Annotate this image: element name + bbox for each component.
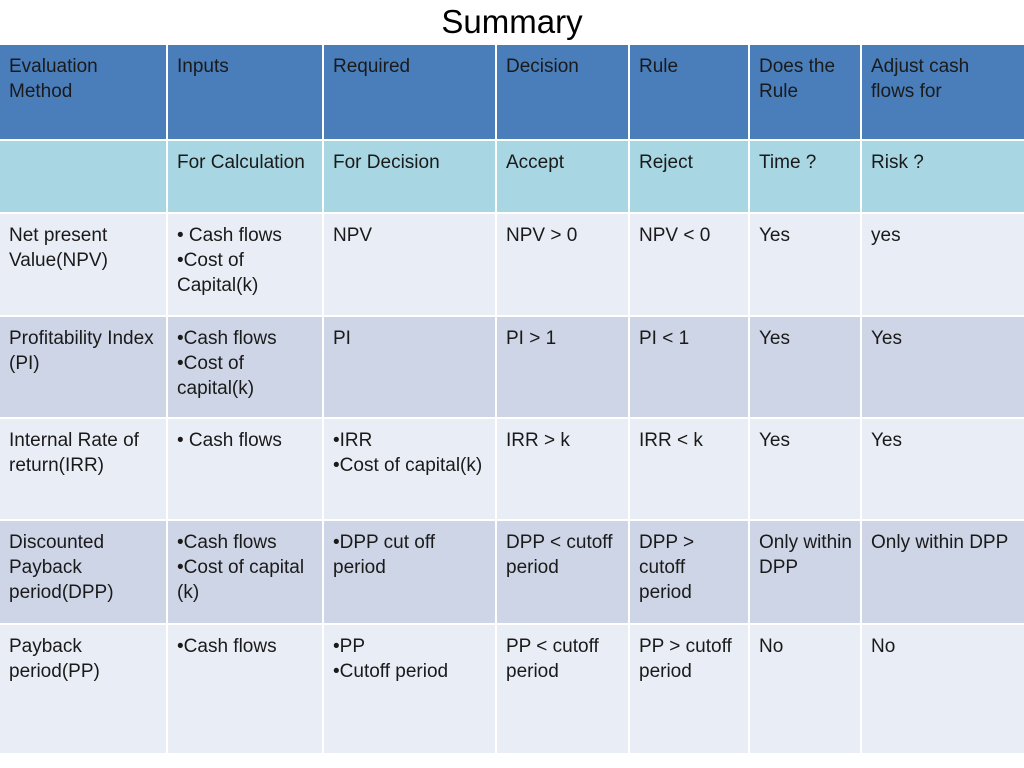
subheader-does-the-rule: Time ? — [750, 141, 862, 214]
cell-time: Yes — [750, 419, 862, 521]
cell-rule: NPV < 0 — [630, 214, 750, 317]
subheader-required: For Decision — [324, 141, 497, 214]
column-header-adjust-cash-flows-for: Adjust cash flows for — [862, 45, 1024, 141]
cell-required: PI — [324, 317, 497, 419]
cell-decision: PI > 1 — [497, 317, 630, 419]
cell-method: Internal Rate of return(IRR) — [0, 419, 168, 521]
cell-method: Payback period(PP) — [0, 625, 168, 755]
cell-required: NPV — [324, 214, 497, 317]
cell-risk: No — [862, 625, 1024, 755]
cell-risk: Only within DPP — [862, 521, 1024, 625]
cell-time: Yes — [750, 214, 862, 317]
subheader-decision: Accept — [497, 141, 630, 214]
summary-table: Evaluation Method Inputs Required Decisi… — [0, 45, 1024, 755]
cell-inputs: •Cash flows •Cost of capital(k) — [168, 317, 324, 419]
table-row: Payback period(PP) •Cash flows •PP •Cuto… — [0, 625, 1024, 755]
subheader-adjust-cash-flows-for: Risk ? — [862, 141, 1024, 214]
cell-decision: PP < cutoff period — [497, 625, 630, 755]
cell-risk: Yes — [862, 419, 1024, 521]
cell-rule: DPP > cutoff period — [630, 521, 750, 625]
column-header-does-the-rule: Does the Rule — [750, 45, 862, 141]
cell-method: Net present Value(NPV) — [0, 214, 168, 317]
cell-risk: Yes — [862, 317, 1024, 419]
cell-required: •IRR •Cost of capital(k) — [324, 419, 497, 521]
cell-required: •DPP cut off period — [324, 521, 497, 625]
cell-method: Discounted Payback period(DPP) — [0, 521, 168, 625]
cell-inputs: •Cash flows — [168, 625, 324, 755]
cell-decision: DPP < cutoff period — [497, 521, 630, 625]
cell-inputs: • Cash flows — [168, 419, 324, 521]
cell-decision: IRR > k — [497, 419, 630, 521]
table-row: Discounted Payback period(DPP) •Cash flo… — [0, 521, 1024, 625]
table-row: Net present Value(NPV) • Cash flows •Cos… — [0, 214, 1024, 317]
column-header-decision: Decision — [497, 45, 630, 141]
column-header-inputs: Inputs — [168, 45, 324, 141]
cell-inputs: •Cash flows •Cost of capital (k) — [168, 521, 324, 625]
cell-rule: IRR < k — [630, 419, 750, 521]
table-row: Internal Rate of return(IRR) • Cash flow… — [0, 419, 1024, 521]
column-header-rule: Rule — [630, 45, 750, 141]
cell-rule: PP > cutoff period — [630, 625, 750, 755]
subheader-evaluation-method — [0, 141, 168, 214]
table-subheader-row: For Calculation For Decision Accept Reje… — [0, 141, 1024, 214]
subheader-rule: Reject — [630, 141, 750, 214]
cell-time: Yes — [750, 317, 862, 419]
cell-rule: PI < 1 — [630, 317, 750, 419]
cell-risk: yes — [862, 214, 1024, 317]
page-title: Summary — [441, 3, 583, 40]
cell-decision: NPV > 0 — [497, 214, 630, 317]
table-row: Profitability Index (PI) •Cash flows •Co… — [0, 317, 1024, 419]
table-header-row: Evaluation Method Inputs Required Decisi… — [0, 45, 1024, 141]
cell-required: •PP •Cutoff period — [324, 625, 497, 755]
subheader-inputs: For Calculation — [168, 141, 324, 214]
column-header-required: Required — [324, 45, 497, 141]
cell-time: No — [750, 625, 862, 755]
cell-method: Profitability Index (PI) — [0, 317, 168, 419]
cell-inputs: • Cash flows •Cost of Capital(k) — [168, 214, 324, 317]
cell-time: Only within DPP — [750, 521, 862, 625]
column-header-evaluation-method: Evaluation Method — [0, 45, 168, 141]
